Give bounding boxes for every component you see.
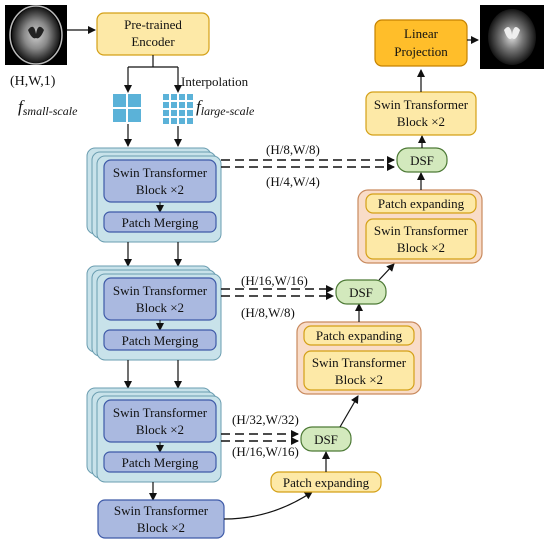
decoder-block-2: Patch expanding Swin Transformer Block ×… [357,189,483,264]
encoder-stage-3: Swin Transformer Block ×2 Patch Merging [86,387,222,483]
skip-label-1-bottom: (H/4,W/4) [266,174,320,189]
f-small-scale-icon [113,94,141,122]
encoder-stage-2: Swin Transformer Block ×2 Patch Merging [86,265,222,361]
output-brain-image [480,5,544,69]
stage3-swin-line2: Block ×2 [136,422,184,437]
bottleneck-swin-line2: Block ×2 [137,520,185,535]
dec2-swin-line2: Block ×2 [397,240,445,255]
encoder-line2: Encoder [131,34,175,49]
top-swin-line2: Block ×2 [397,114,445,129]
encoder-stage-1: Swin Transformer Block ×2 Patch Merging [86,147,222,243]
stage1-patch-merging: Patch Merging [122,215,199,230]
skip-label-2-top: (H/16,W/16) [241,273,308,288]
stage3-patch-merging: Patch Merging [122,455,199,470]
dec2-swin-line1: Swin Transformer [374,223,469,238]
skip-label-2-bottom: (H/8,W/8) [241,305,295,320]
dsf-1-label: DSF [410,153,434,168]
patch-expanding-bottom: Patch expanding [270,471,382,493]
linear-projection: Linear Projection [374,19,468,67]
f-small-label: fsmall-scale [18,97,78,118]
arrow-bottleneck-to-expand [223,491,313,520]
dec1-swin-line2: Block ×2 [335,372,383,387]
dsf-3-label: DSF [314,432,338,447]
stage2-swin-line1: Swin Transformer [113,283,208,298]
arrow-dsf3-up [339,395,359,428]
top-swin-line1: Swin Transformer [374,97,469,112]
dsf-node-1: DSF [396,147,448,173]
stage1-swin-line2: Block ×2 [136,182,184,197]
skip-label-3-top: (H/32,W/32) [232,412,299,427]
skip-label-3-bottom: (H/16,W/16) [232,444,299,459]
decoder-block-1: Patch expanding Swin Transformer Block ×… [296,321,422,395]
dec1-patch-expanding: Patch expanding [316,328,403,343]
top-decoder-swin-block: Swin Transformer Block ×2 [365,91,477,136]
linear-line1: Linear [404,26,439,41]
f-large-scale-icon [163,94,193,124]
encoder-line1: Pre-trained [124,17,182,32]
patch-expanding-bottom-label: Patch expanding [283,475,370,490]
stage2-swin-line2: Block ×2 [136,300,184,315]
linear-line2: Projection [394,44,448,59]
f-large-label: flarge-scale [196,97,255,118]
interpolation-label: Interpolation [181,74,249,89]
stage2-patch-merging: Patch Merging [122,333,199,348]
dsf-2-label: DSF [349,285,373,300]
skip-label-1-top: (H/8,W/8) [266,142,320,157]
stage1-swin-line1: Swin Transformer [113,165,208,180]
arrow-dsf2-up [378,263,395,281]
input-brain-image [5,5,67,65]
dsf-node-2: DSF [335,279,387,305]
dsf-node-3: DSF [300,426,352,452]
stage3-swin-line1: Swin Transformer [113,405,208,420]
dec1-swin-line1: Swin Transformer [312,355,407,370]
dec2-patch-expanding: Patch expanding [378,196,465,211]
pretrained-encoder: Pre-trained Encoder [96,12,210,56]
bottleneck-swin-block: Swin Transformer Block ×2 [97,499,225,539]
encoder-split-lines [127,55,179,91]
input-shape-label: (H,W,1) [10,74,56,89]
bottleneck-swin-line1: Swin Transformer [114,503,209,518]
